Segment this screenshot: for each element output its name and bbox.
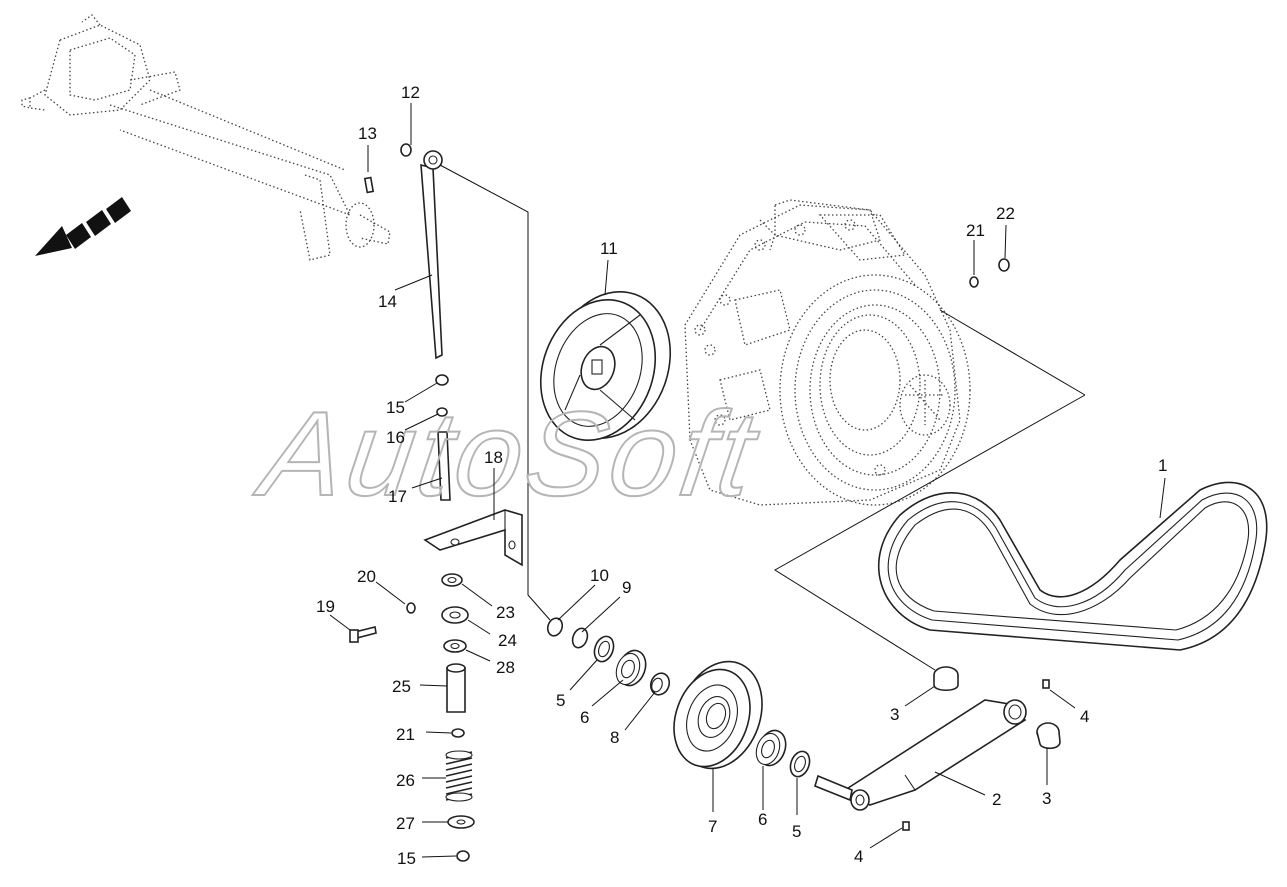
callout-28: 28 [496,658,515,677]
part-13-key [363,176,375,194]
part-4-screw-lower [902,821,910,831]
part-12-washer [400,143,412,157]
direction-arrow-icon [35,197,131,256]
part-3-bushing-lower [1036,722,1061,750]
callout-21b: 21 [966,221,985,240]
callout-labels: 1 2 3 3 4 4 5 5 6 6 7 8 9 10 11 12 13 14… [316,83,1167,868]
part-3-bushing-upper [933,666,959,692]
callout-24: 24 [498,631,517,650]
part-1-drive-belt [877,481,1268,651]
callout-2: 2 [992,790,1001,809]
callout-8: 8 [610,728,619,747]
callout-13: 13 [358,124,377,143]
callout-23: 23 [496,603,515,622]
part-25-bushing [446,663,466,713]
part-5-washer-left [593,635,615,663]
callout-1: 1 [1158,456,1167,475]
part-22-nut [998,258,1010,272]
part-2-tensioner-arm [814,699,1027,811]
part-15-nut-bottom [456,850,470,862]
callout-3a: 3 [890,705,899,724]
callout-9: 9 [622,578,631,597]
part-20-washer [406,602,416,614]
belt-guide-line-lower [774,394,1086,671]
callout-19: 19 [316,597,335,616]
callout-6b: 6 [758,810,767,829]
callout-6a: 6 [580,708,589,727]
watermark-text: AutoSoft [249,387,767,521]
callout-3b: 3 [1042,789,1051,808]
part-21-washer-upper [969,276,979,288]
callout-7: 7 [708,817,717,836]
rod-to-bearing-guide [439,164,551,621]
callout-27: 27 [396,814,415,833]
part-11-drive-pulley [539,290,672,442]
part-8-spacer [649,672,671,696]
part-14-rod [420,150,443,360]
part-6-bearing-right [755,729,787,767]
callout-22: 22 [996,204,1015,223]
callout-5b: 5 [792,822,801,841]
callout-26: 26 [396,771,415,790]
part-27-washer [447,815,475,829]
part-5-washer-right [789,750,811,778]
part-24-spacer [441,606,469,624]
callout-10: 10 [590,566,609,585]
callout-17: 17 [388,487,407,506]
part-17-stud [437,431,451,501]
callout-20: 20 [357,567,376,586]
gearbox-shaft-assembly [21,14,391,261]
callout-12: 12 [401,83,420,102]
part-7-idler-pulley [673,660,763,770]
housing-belt-guide-line [939,309,1086,396]
callout-leader-lines [329,103,1166,858]
callout-18: 18 [484,448,503,467]
part-18-bracket [423,509,523,567]
callout-5a: 5 [556,691,565,710]
part-9-washer [571,627,589,649]
part-4-screw-upper [1042,679,1050,689]
part-23-washer [441,573,463,587]
engine-fan-housing [684,199,971,506]
part-26-spring [445,750,473,802]
callout-4a: 4 [1080,707,1089,726]
callout-15a: 15 [386,398,405,417]
part-10-snap-ring [546,617,564,637]
callout-4b: 4 [854,847,863,866]
part-19-bolt [349,626,377,643]
callout-14: 14 [378,292,397,311]
callout-16: 16 [386,428,405,447]
part-28-washer [443,639,467,653]
callout-15b: 15 [397,849,416,868]
part-16-washer [436,407,448,417]
callout-11: 11 [600,239,618,258]
part-15-nut-top [435,374,449,386]
callout-21a: 21 [396,725,415,744]
callout-25: 25 [392,677,411,696]
part-6-bearing-left [615,649,647,687]
part-21-washer-lower [451,728,465,738]
